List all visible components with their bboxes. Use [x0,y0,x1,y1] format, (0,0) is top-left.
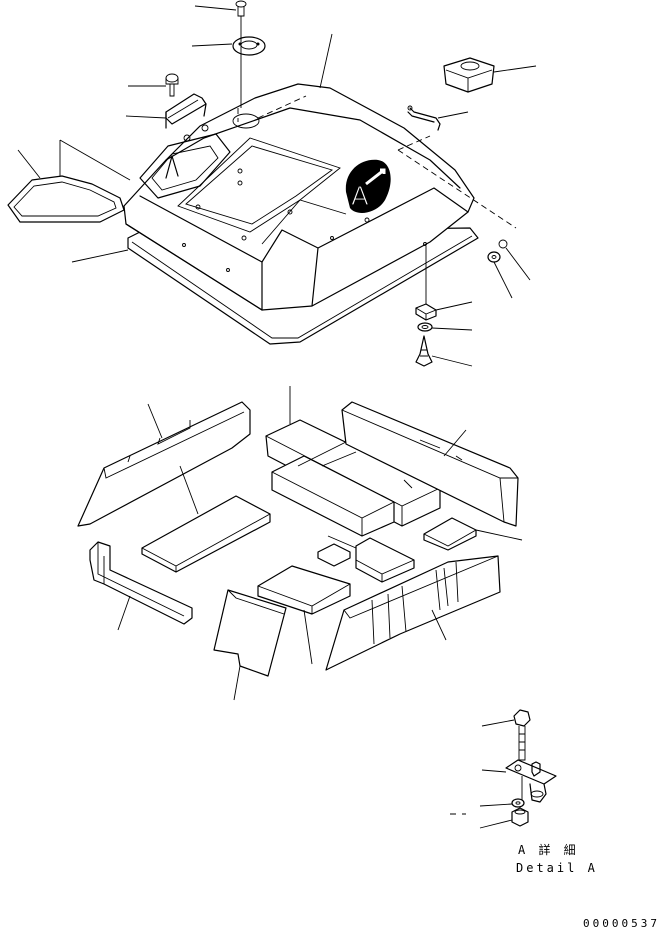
washer [417,322,433,332]
pad-left-long [77,401,251,527]
grab-handle [165,93,207,129]
handle-bolt [165,73,179,97]
detail-badge: A [351,182,369,212]
pad-l-shaped [89,541,193,625]
round-cap [232,36,266,56]
engine-cover [123,83,479,345]
drawing-number: 00000537 [583,917,660,930]
detail-a-callout: A [345,159,391,213]
pad-angled [213,589,287,677]
pad-right-long [341,401,519,527]
pad-center-lower [257,565,351,615]
detail-label-jp: A 詳 細 [518,842,579,857]
pad-small-center [317,537,415,583]
pad-flat-center [141,495,271,573]
plug-pin [415,335,433,367]
rubber-block [443,57,495,93]
pad-segmented [325,555,501,671]
pad-small-right [423,517,477,551]
detail-a-bracket [505,759,557,803]
nut-upper [498,239,508,249]
detail-a-bolt [513,709,531,761]
top-screw [235,0,247,17]
detail-a-nut [511,807,529,827]
detail-a-washer [511,798,525,808]
rubber-stopper [415,303,437,321]
detail-label-en: Detail A [516,861,598,875]
nut-lower [487,251,501,263]
rubber-seal [7,175,125,223]
u-bolt [407,105,441,131]
pad-center-stack [265,419,441,537]
